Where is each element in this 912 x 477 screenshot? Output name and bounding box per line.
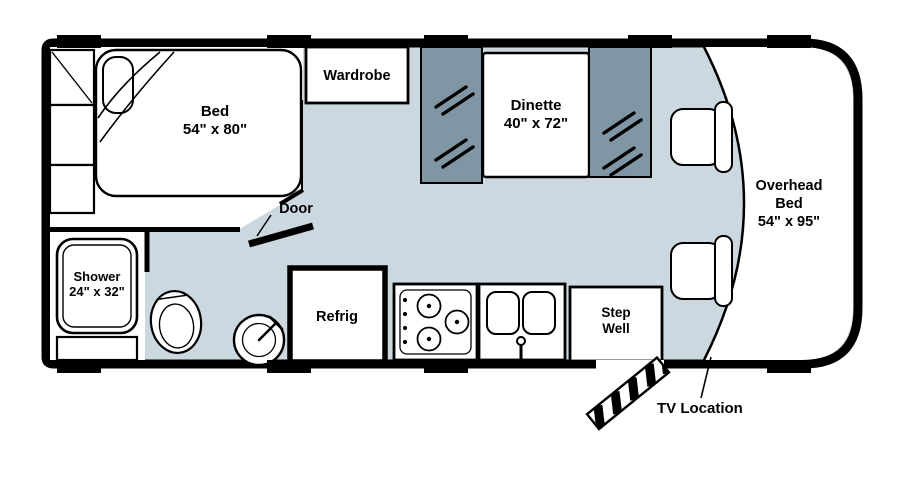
step-well-label-2: Well [602, 321, 630, 336]
wall-tab-bottom [424, 360, 468, 373]
wall-tab-top [57, 35, 101, 48]
bed-label: Bed [201, 103, 229, 120]
stove-knob [402, 325, 408, 331]
kitchen-sink [477, 282, 567, 362]
refrig-label: Refrig [316, 309, 358, 325]
overhead-bed-dims: 54" x 95" [758, 214, 820, 230]
cab-area [704, 47, 853, 360]
cabinet-diagonal-line [51, 51, 93, 104]
wall-tab-top [424, 35, 468, 48]
shower-dims: 24" x 32" [69, 284, 125, 299]
vanity-sink [232, 313, 286, 367]
dinette-dims: 40" x 72" [504, 115, 568, 132]
door-label: Door [279, 201, 313, 217]
captain-seat-top [670, 101, 733, 173]
bedroom-wall-diagonal [278, 188, 305, 206]
tv-location-label: TV Location [657, 400, 743, 417]
overhead-bed-label-1: Overhead [756, 178, 823, 194]
stove [392, 282, 479, 362]
wall-tab-top [267, 35, 311, 48]
seatbelt-marks-left [434, 85, 475, 169]
tv-pointer-line [700, 356, 712, 399]
door-leaf [248, 222, 314, 248]
sink-basin-left [486, 291, 520, 335]
stove-knob [402, 297, 408, 303]
wall-tab-top [628, 35, 672, 48]
stove-knob [402, 311, 408, 317]
wall-tab-bottom [57, 360, 101, 373]
blanket-fold [97, 51, 175, 143]
bedroom-cabinet-bottom [48, 163, 96, 215]
wall-tabs [57, 35, 811, 373]
overhead-bed-arc [702, 46, 746, 361]
seatbelt-marks-right [602, 111, 643, 177]
shower-stall-inner [62, 244, 132, 328]
toilet [149, 290, 203, 354]
wall-tab-bottom [767, 360, 811, 373]
wardrobe-box [304, 45, 410, 105]
bed-dims: 54" x 80" [183, 121, 247, 138]
wardrobe-label: Wardrobe [323, 68, 390, 84]
step-well-label-1: Step [601, 305, 630, 320]
captain-seat-bottom [670, 235, 733, 307]
refrigerator [287, 265, 388, 365]
door-pointer-line [256, 214, 272, 237]
shower-step [55, 335, 139, 362]
dinette-label: Dinette [511, 97, 562, 114]
wall-tab-top [767, 35, 811, 48]
stove-knob [402, 339, 408, 345]
sink-basin-right [522, 291, 556, 335]
wall-tab-bottom [267, 360, 311, 373]
pillow [102, 56, 134, 114]
shower-label: Shower [74, 269, 121, 284]
bedroom-cabinet-mid [48, 103, 96, 167]
bed [94, 48, 303, 198]
shower-stall [55, 237, 139, 335]
overhead-bed-label-2: Bed [775, 196, 802, 212]
